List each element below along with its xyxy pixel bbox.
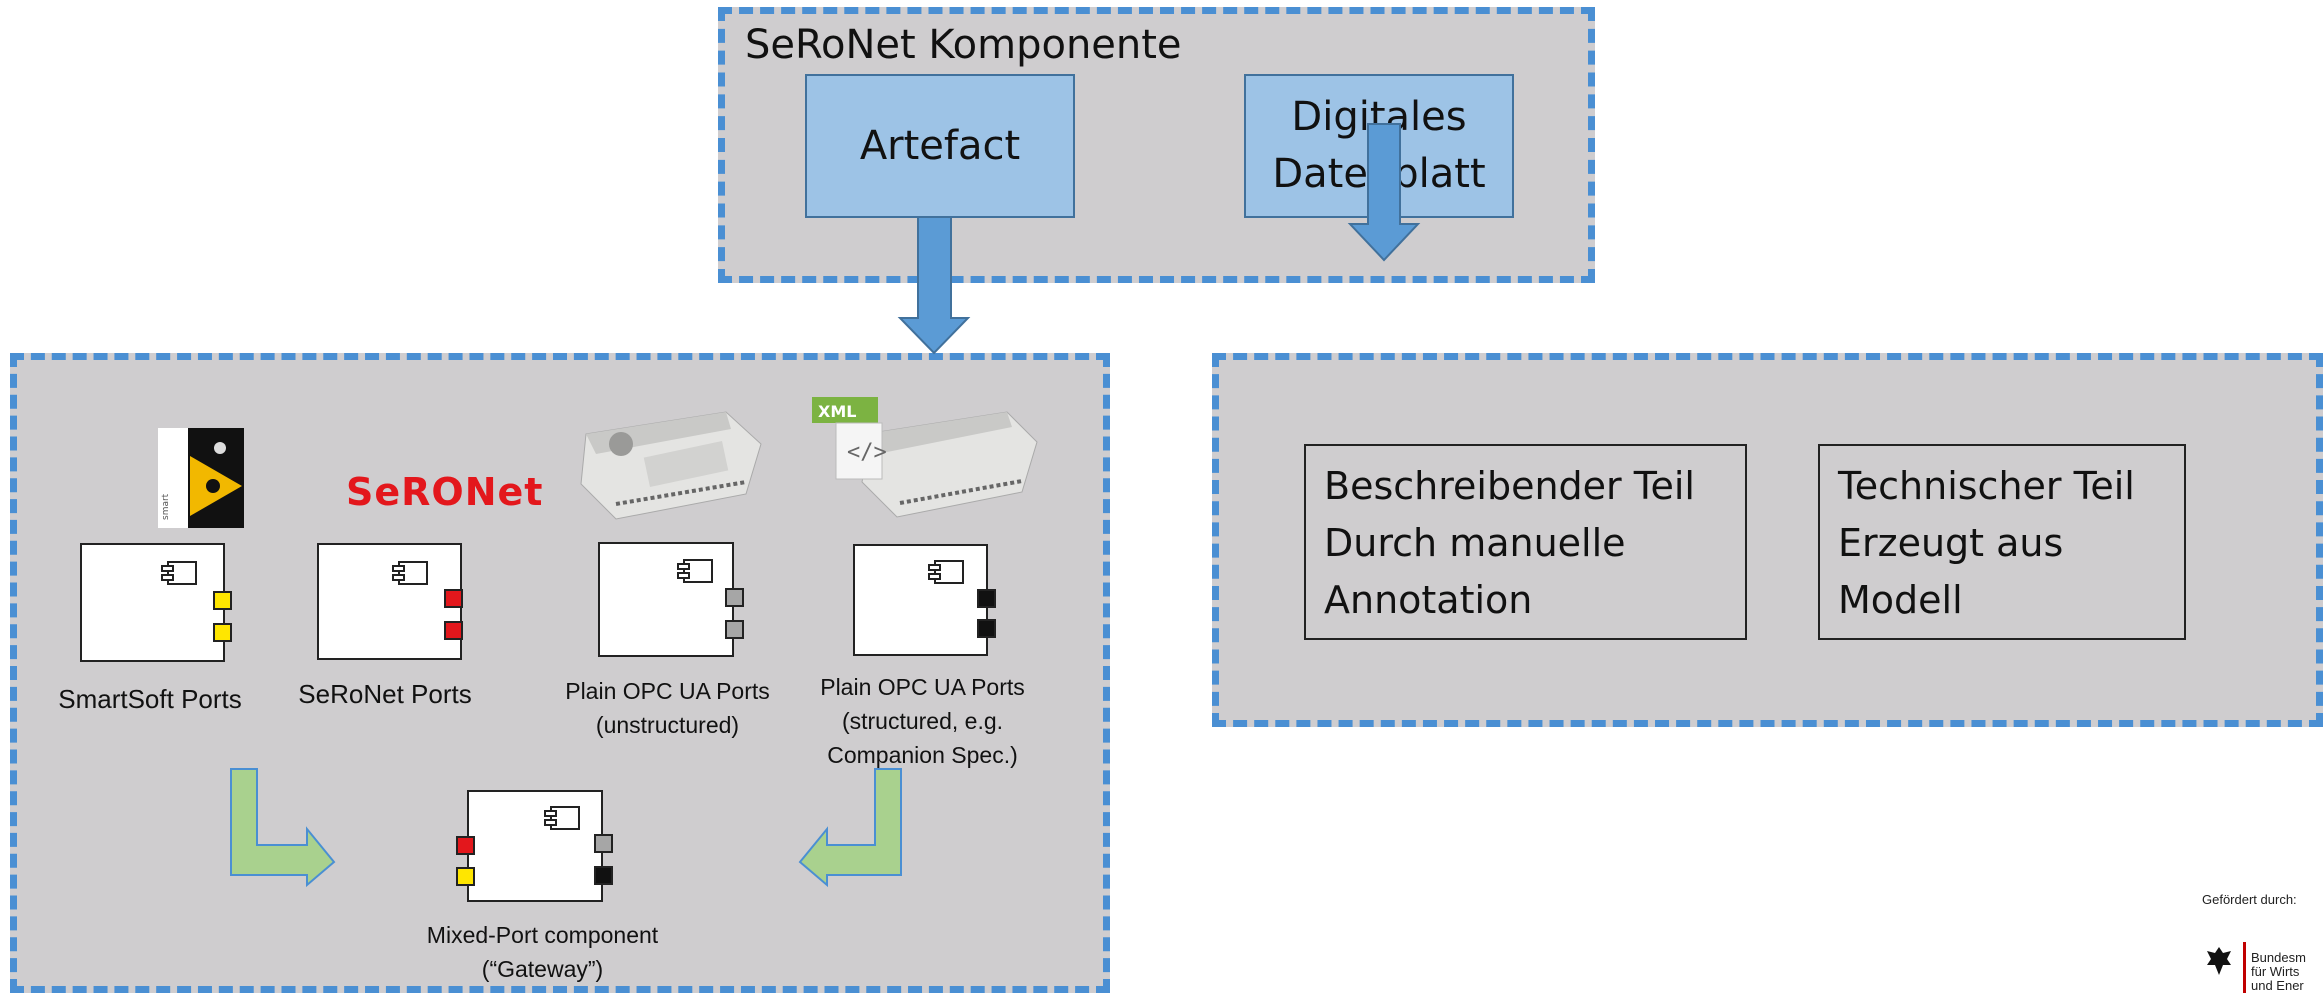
datasheet-panel bbox=[1212, 353, 2323, 727]
beschreibender-teil-box: Beschreibender Teil Durch manuelle Annot… bbox=[1304, 444, 1747, 640]
component-icon bbox=[677, 559, 713, 583]
seronet-logo-text: SeRONet bbox=[346, 470, 544, 514]
svg-text:smart: smart bbox=[161, 493, 171, 520]
smartsoft-port-top bbox=[213, 591, 232, 610]
component-icon bbox=[544, 806, 580, 830]
smartsoft-to-gateway-arrow bbox=[230, 768, 336, 888]
seronet-ports-label: SeRoNet Ports bbox=[298, 679, 472, 709]
opcua-unstructured-component bbox=[598, 542, 734, 657]
gateway-component bbox=[467, 790, 603, 902]
opcua-xml-controller-image: </> bbox=[812, 397, 1038, 518]
opcua-controller-image bbox=[580, 411, 762, 520]
ministry-text: Bundesm für Wirts und Ener bbox=[2251, 950, 2306, 993]
opcua-unstructured-label: Plain OPC UA Ports (unstructured) bbox=[565, 678, 770, 738]
opcua-structured-port-top bbox=[977, 589, 996, 608]
opcua-unstructured-port-bottom bbox=[725, 620, 744, 639]
seronet-logo: SeRONet bbox=[346, 470, 542, 526]
gateway-port-right-bottom bbox=[594, 866, 613, 885]
component-icon bbox=[928, 560, 964, 584]
smartsoft-component bbox=[80, 543, 225, 662]
smartsoft-logo: smart bbox=[158, 428, 244, 528]
opcua-structured-component bbox=[853, 544, 988, 656]
technischer-teil-box: Technischer Teil Erzeugt aus Modell bbox=[1818, 444, 2186, 640]
seronet-port-top bbox=[444, 589, 463, 608]
smartsoft-ports-label: SmartSoft Ports bbox=[58, 684, 242, 714]
gateway-port-left-bottom bbox=[456, 867, 475, 886]
gateway-label: Mixed-Port component (“Gateway”) bbox=[426, 922, 659, 982]
artefact-down-arrow bbox=[897, 216, 971, 355]
opcua-structured-label: Plain OPC UA Ports (structured, e.g. Com… bbox=[820, 674, 1025, 768]
svg-text:</>: </> bbox=[847, 440, 887, 465]
opcua-unstructured-port-top bbox=[725, 588, 744, 607]
eagle-emblem bbox=[2207, 947, 2231, 975]
emblem-divider bbox=[2243, 942, 2246, 993]
component-icon bbox=[161, 561, 197, 585]
opcua-structured-port-bottom bbox=[977, 619, 996, 638]
artefact-label: Artefact bbox=[859, 123, 1021, 169]
gateway-port-right-top bbox=[594, 834, 613, 853]
seronet-component bbox=[317, 543, 462, 660]
datenblatt-down-arrow bbox=[1347, 123, 1421, 262]
component-icon bbox=[392, 561, 428, 585]
xml-badge: XML bbox=[818, 402, 857, 421]
opcua-to-gateway-arrow bbox=[798, 768, 902, 888]
seronet-port-bottom bbox=[444, 621, 463, 640]
gateway-port-left-top bbox=[456, 836, 475, 855]
funded-by-text: Gefördert durch: bbox=[2202, 892, 2297, 907]
seronet-komponente-title: SeRoNet Komponente bbox=[745, 22, 1182, 68]
smartsoft-port-bottom bbox=[213, 623, 232, 642]
